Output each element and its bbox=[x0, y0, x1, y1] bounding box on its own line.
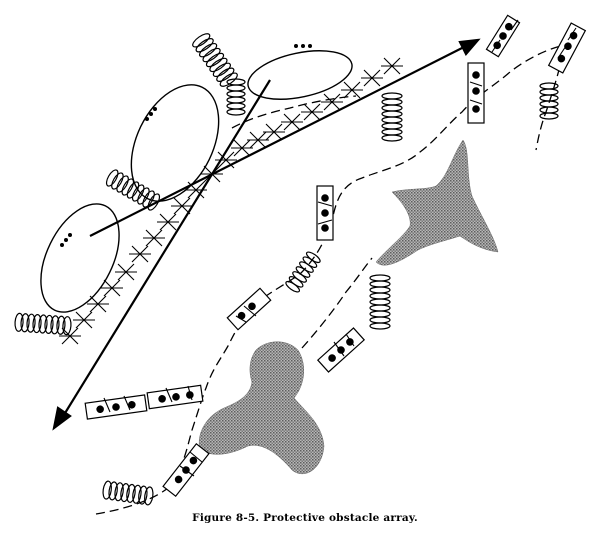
arrow-icon bbox=[52, 38, 481, 431]
tanglefoot-loop-top bbox=[247, 50, 353, 100]
dashed-line-2 bbox=[301, 257, 373, 349]
dashed-line-3 bbox=[231, 95, 357, 129]
arrowhead-lower bbox=[52, 406, 72, 431]
terrain-patch-lower bbox=[198, 341, 325, 475]
coil-upper-column bbox=[226, 78, 246, 116]
dashed-line-4 bbox=[535, 39, 567, 151]
coil-far-right bbox=[539, 82, 559, 120]
arrow-shaft-lower bbox=[61, 79, 271, 419]
barbed-wire-marks bbox=[59, 57, 403, 345]
dashed-line-1 bbox=[95, 43, 573, 515]
coil-lower-left bbox=[14, 312, 72, 336]
ellipsis-dots bbox=[60, 44, 312, 247]
figure-caption: Figure 8-5. Protective obstacle array. bbox=[192, 512, 418, 524]
coil-right-vertical bbox=[381, 92, 403, 142]
arrowhead-upper bbox=[458, 38, 481, 56]
concertina-wire-icon bbox=[14, 33, 559, 506]
terrain-patch-icon bbox=[198, 139, 499, 475]
mine-box-left-b bbox=[146, 384, 204, 410]
mine-box-lower-middle bbox=[226, 287, 272, 331]
mine-box-lower-right bbox=[316, 327, 366, 373]
tanglefoot-loop-mid bbox=[130, 84, 220, 202]
trip-wire-ticks bbox=[103, 19, 577, 477]
mine-box-middle bbox=[316, 185, 334, 241]
coil-top-left bbox=[192, 33, 238, 87]
dashed-fence-lines bbox=[95, 39, 573, 515]
tanglefoot-wire-icon bbox=[40, 50, 353, 313]
coil-center-right bbox=[369, 274, 391, 330]
mine-box-right-vertical bbox=[467, 62, 485, 124]
tanglefoot-loop-low bbox=[40, 203, 120, 313]
mine-cluster-icon bbox=[84, 14, 587, 498]
coil-center-diagonal bbox=[285, 251, 321, 293]
terrain-patch-upper bbox=[375, 139, 499, 266]
arrow-shaft-upper bbox=[89, 45, 467, 237]
mine-box-left-a bbox=[84, 394, 148, 420]
mine-box-far-right bbox=[547, 22, 587, 74]
coil-center-left bbox=[105, 169, 161, 211]
mine-box-top-right bbox=[485, 14, 521, 58]
coil-bottom bbox=[102, 480, 154, 506]
